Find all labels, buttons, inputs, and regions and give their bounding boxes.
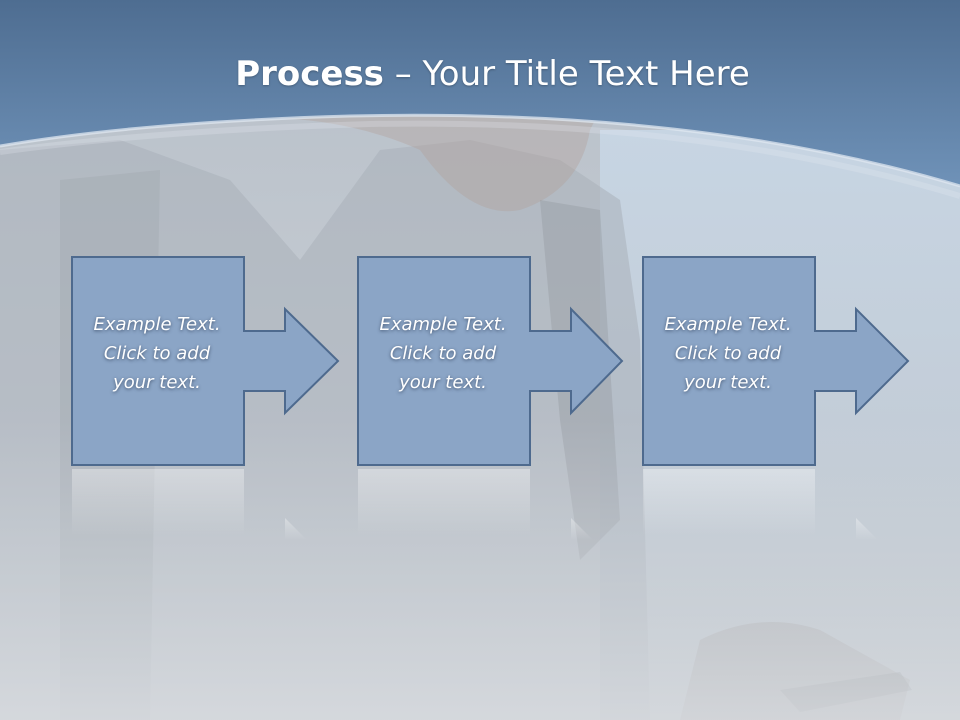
process-step-3[interactable]: Example Text. Click to add your text. xyxy=(642,256,942,546)
process-step-1-shape xyxy=(71,256,340,540)
process-step-2-text[interactable]: Example Text. Click to add your text. xyxy=(357,310,529,397)
title-bold-word: Process xyxy=(235,54,384,94)
step-text-line: Example Text. xyxy=(93,314,221,335)
slide-title[interactable]: Process – Your Title Text Here xyxy=(0,52,960,96)
process-step-1-text[interactable]: Example Text. Click to add your text. xyxy=(71,310,243,397)
process-step-2[interactable]: Example Text. Click to add your text. xyxy=(357,256,697,546)
step-text-line: your text. xyxy=(399,372,487,393)
process-step-2-shape xyxy=(357,256,624,540)
process-step-3-text[interactable]: Example Text. Click to add your text. xyxy=(642,310,814,397)
step-text-line: Click to add xyxy=(674,343,782,364)
step-text-line: Click to add xyxy=(103,343,211,364)
step-text-line: your text. xyxy=(113,372,201,393)
process-step-3-shape xyxy=(642,256,910,540)
step-text-line: Click to add xyxy=(389,343,497,364)
title-rest-text: – Your Title Text Here xyxy=(383,54,750,94)
step-text-line: your text. xyxy=(684,372,772,393)
step-text-line: Example Text. xyxy=(379,314,507,335)
step-text-line: Example Text. xyxy=(664,314,792,335)
process-step-1[interactable]: Example Text. Click to add your text. xyxy=(71,256,411,546)
